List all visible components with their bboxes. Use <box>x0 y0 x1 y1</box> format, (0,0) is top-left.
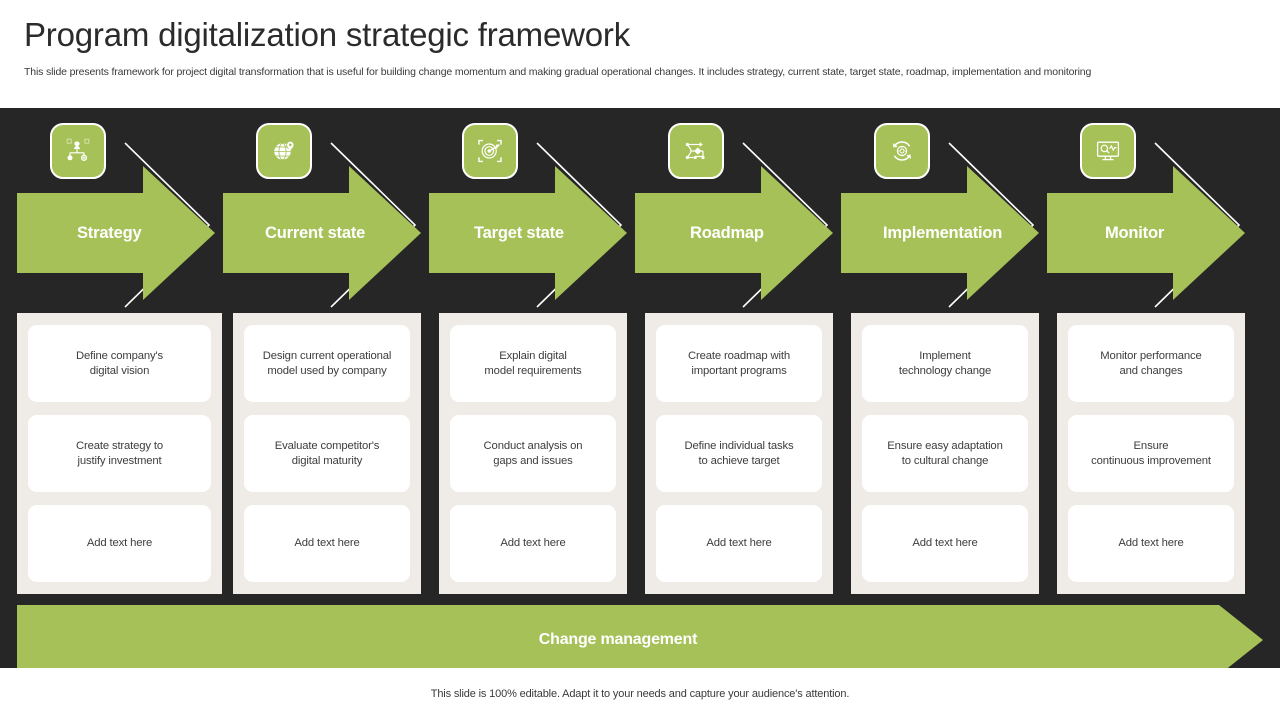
process-step-strategy[interactable]: Strategy <box>0 108 215 313</box>
banner-label: Change management <box>538 631 698 648</box>
step-label-current-state: Current state <box>265 223 366 242</box>
detail-card[interactable]: Add text here <box>656 505 822 582</box>
detail-card[interactable]: Add text here <box>1068 505 1234 582</box>
slide-footer: This slide is 100% editable. Adapt it to… <box>0 668 1280 720</box>
banner-arrowhead <box>1219 605 1263 675</box>
step-label-monitor: Monitor <box>1105 223 1165 242</box>
arrow-shape-1 <box>17 166 215 300</box>
process-step-target-state[interactable]: Target state <box>412 108 627 313</box>
slide-stage: Strategy <box>0 108 1280 675</box>
target-bullseye-arrow-icon <box>462 123 518 179</box>
detail-card[interactable]: Add text here <box>244 505 410 582</box>
change-management-banner[interactable]: Change management <box>17 605 1263 675</box>
step-label-roadmap: Roadmap <box>690 223 764 242</box>
footer-text: This slide is 100% editable. Adapt it to… <box>430 688 850 700</box>
process-step-implementation[interactable]: Implementation <box>824 108 1039 313</box>
page-subtitle: This slide presents framework for projec… <box>24 66 1092 78</box>
arrow-shape-5 <box>841 166 1039 300</box>
arrow-shape-2 <box>223 166 421 300</box>
slide-header: Program digitalization strategic framewo… <box>0 0 1280 108</box>
circular-arrows-gear-icon <box>874 123 930 179</box>
process-step-roadmap[interactable]: Roadmap <box>618 108 833 313</box>
process-step-monitor[interactable]: Monitor <box>1030 108 1280 313</box>
banner-body <box>17 605 1219 675</box>
process-arrow-row: Strategy <box>0 108 1280 313</box>
step-label-implementation: Implementation <box>883 223 1003 242</box>
step-label-strategy: Strategy <box>77 223 142 242</box>
detail-card[interactable]: Add text here <box>28 505 211 582</box>
roadmap-flow-diagram-icon <box>668 123 724 179</box>
detail-card[interactable]: Add text here <box>862 505 1028 582</box>
page-title: Program digitalization strategic framewo… <box>24 16 630 53</box>
arrow-shape-4 <box>635 166 833 300</box>
detail-card[interactable]: Add text here <box>450 505 616 582</box>
process-step-current-state[interactable]: Current state <box>206 108 421 313</box>
arrow-shape-6 <box>1047 166 1245 300</box>
monitor-magnifier-chart-icon <box>1080 123 1136 179</box>
step-label-target-state: Target state <box>474 223 564 242</box>
arrow-shape-3 <box>429 166 627 300</box>
strategy-chess-network-icon <box>50 123 106 179</box>
globe-location-pin-icon <box>256 123 312 179</box>
